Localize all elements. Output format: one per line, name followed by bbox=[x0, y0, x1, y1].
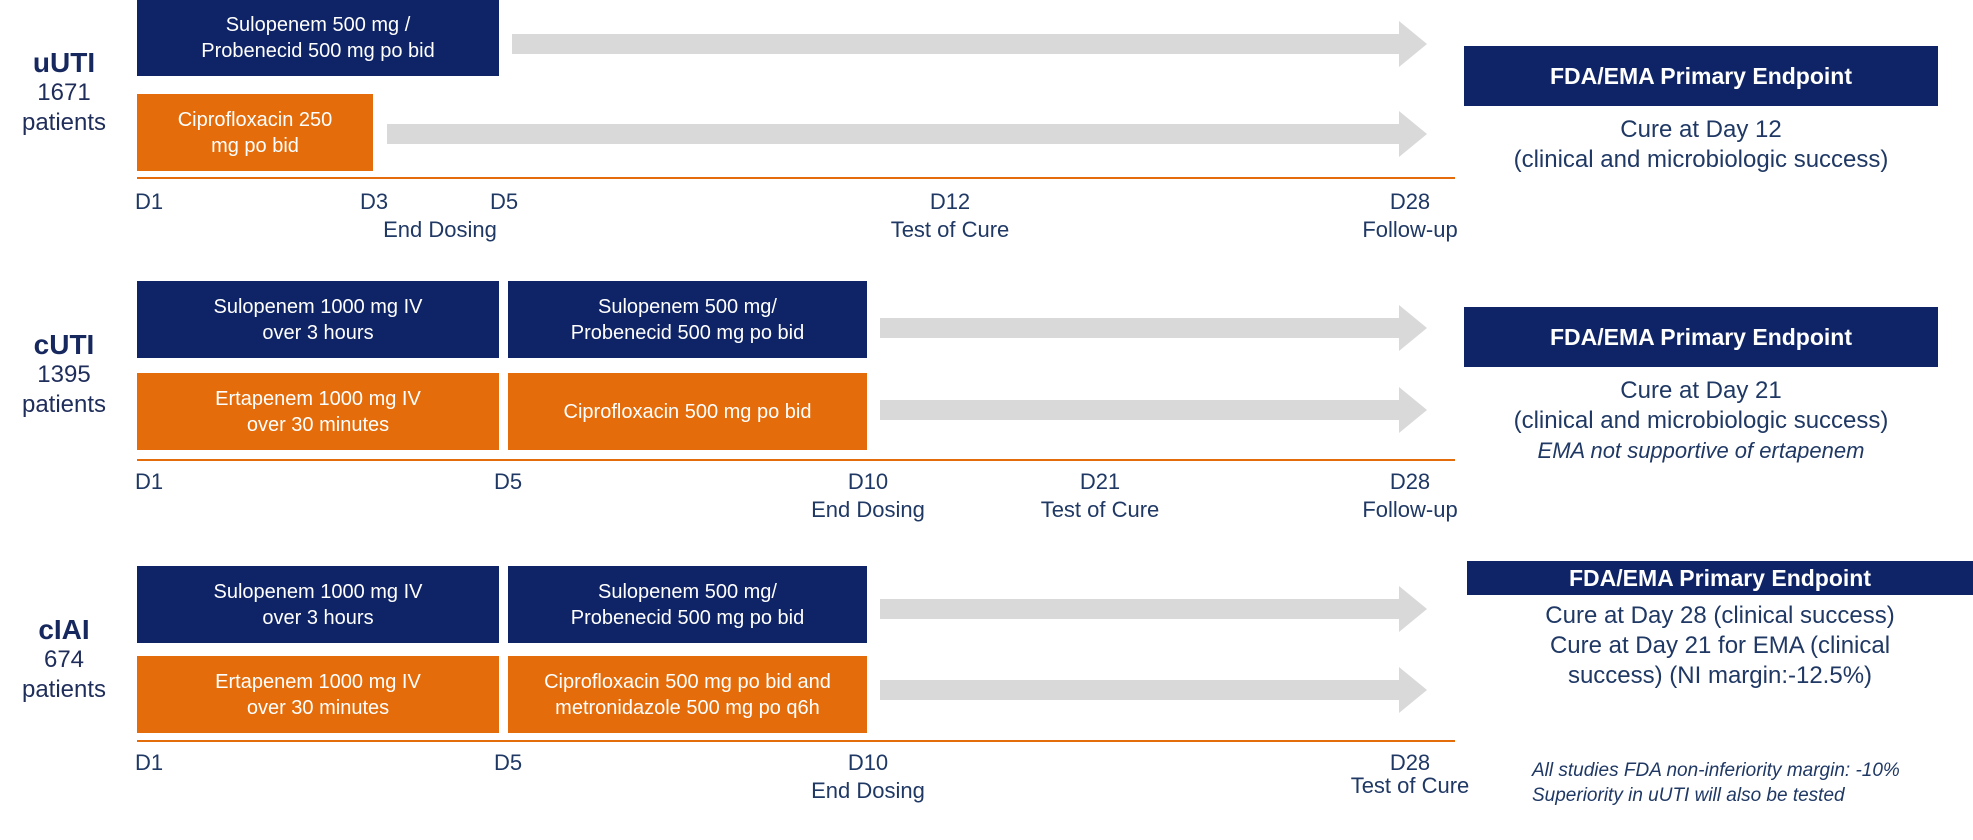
timeline-arrow bbox=[880, 387, 1427, 433]
regimen-box-sulopenem-oral: Sulopenem 500 mg/ Probenecid 500 mg po b… bbox=[508, 281, 867, 358]
endpoint-text-uuti: Cure at Day 12 (clinical and microbiolog… bbox=[1464, 115, 1938, 175]
trial-label-ciai: cIAI 674 patients bbox=[0, 615, 128, 705]
endpoint-line: success) (NI margin:-12.5%) bbox=[1567, 662, 1873, 689]
endpoint-text-ciai: Cure at Day 28 (clinical success) Cure a… bbox=[1467, 601, 1973, 691]
trial-count: 1671 bbox=[37, 79, 91, 106]
regimen-box-sulopenem-oral: Sulopenem 500 mg / Probenecid 500 mg po … bbox=[137, 0, 499, 76]
tick-d28: D28 bbox=[1389, 750, 1431, 775]
endpoint-header: FDA/EMA Primary Endpoint bbox=[1464, 46, 1938, 106]
regimen-box-ertapenem: Ertapenem 1000 mg IV over 30 minutes bbox=[137, 656, 499, 733]
footnote-line: All studies FDA non-inferiority margin: … bbox=[1532, 760, 1900, 781]
endpoint-line: Cure at Day 21 bbox=[1620, 377, 1782, 404]
tick-d10: D10 bbox=[847, 469, 889, 494]
tick-d28: D28 bbox=[1389, 189, 1431, 214]
tick-d1: D1 bbox=[135, 469, 164, 494]
trial-name: cUTI bbox=[33, 329, 95, 360]
trial-name: cIAI bbox=[38, 614, 90, 645]
tick-sub-test-of-cure: Test of Cure bbox=[890, 217, 1010, 242]
endpoint-header: FDA/EMA Primary Endpoint bbox=[1467, 561, 1973, 595]
trial-name: uUTI bbox=[32, 47, 96, 78]
footnote-line: Superiority in uUTI will also be tested bbox=[1532, 785, 1845, 806]
endpoint-line: Cure at Day 21 for EMA (clinical bbox=[1549, 632, 1891, 659]
tick-d5: D5 bbox=[493, 750, 523, 775]
regimen-box-ciprofloxacin: Ciprofloxacin 250 mg po bid bbox=[137, 94, 373, 171]
endpoint-header: FDA/EMA Primary Endpoint bbox=[1464, 307, 1938, 367]
timeline-axis bbox=[137, 177, 1455, 179]
tick-d10: D10 bbox=[847, 750, 889, 775]
endpoint-line: (clinical and microbiologic success) bbox=[1513, 146, 1889, 173]
endpoint-line: Cure at Day 12 bbox=[1620, 116, 1782, 143]
endpoint-text-cuti: Cure at Day 21 (clinical and microbiolog… bbox=[1464, 376, 1938, 466]
tick-d12: D12 bbox=[929, 189, 971, 214]
regimen-box-ciprofloxacin: Ciprofloxacin 500 mg po bid bbox=[508, 373, 867, 450]
tick-sub-test-of-cure: Test of Cure bbox=[1040, 497, 1160, 522]
tick-sub-follow-up: Follow-up bbox=[1362, 217, 1458, 242]
tick-sub-end-dosing: End Dosing bbox=[383, 217, 497, 242]
trial-unit: patients bbox=[21, 676, 107, 703]
timeline-arrow bbox=[880, 305, 1427, 351]
timeline-arrow bbox=[880, 667, 1427, 713]
endpoint-line: Cure at Day 28 (clinical success) bbox=[1545, 602, 1895, 629]
tick-sub-end-dosing: End Dosing bbox=[811, 497, 925, 522]
trial-unit: patients bbox=[21, 109, 107, 136]
tick-sub-test-of-cure: Test of Cure bbox=[1350, 773, 1470, 798]
tick-d28: D28 bbox=[1389, 469, 1431, 494]
timeline-axis bbox=[137, 459, 1455, 461]
tick-sub-follow-up: Follow-up bbox=[1362, 497, 1458, 522]
tick-d1: D1 bbox=[135, 189, 164, 214]
tick-d21: D21 bbox=[1079, 469, 1121, 494]
timeline-arrow bbox=[387, 111, 1427, 157]
tick-sub-end-dosing: End Dosing bbox=[811, 778, 925, 803]
tick-d3: D3 bbox=[359, 189, 389, 214]
timeline-axis bbox=[137, 740, 1455, 742]
timeline-arrow bbox=[512, 21, 1427, 67]
trial-label-uuti: uUTI 1671 patients bbox=[0, 48, 128, 138]
regimen-box-ciprofloxacin-metronidazole: Ciprofloxacin 500 mg po bid and metronid… bbox=[508, 656, 867, 733]
regimen-box-ertapenem: Ertapenem 1000 mg IV over 30 minutes bbox=[137, 373, 499, 450]
regimen-box-sulopenem-iv: Sulopenem 1000 mg IV over 3 hours bbox=[137, 281, 499, 358]
tick-d5: D5 bbox=[493, 469, 523, 494]
tick-d1: D1 bbox=[135, 750, 164, 775]
trial-count: 674 bbox=[43, 646, 85, 673]
endpoint-line: (clinical and microbiologic success) bbox=[1513, 407, 1889, 434]
timeline-arrow bbox=[880, 586, 1427, 632]
trial-unit: patients bbox=[21, 391, 107, 418]
regimen-box-sulopenem-iv: Sulopenem 1000 mg IV over 3 hours bbox=[137, 566, 499, 643]
trial-label-cuti: cUTI 1395 patients bbox=[0, 330, 128, 420]
footnote: All studies FDA non-inferiority margin: … bbox=[1532, 758, 1972, 808]
regimen-box-sulopenem-oral: Sulopenem 500 mg/ Probenecid 500 mg po b… bbox=[508, 566, 867, 643]
tick-d5: D5 bbox=[489, 189, 519, 214]
endpoint-note: EMA not supportive of ertapenem bbox=[1537, 438, 1865, 463]
trial-count: 1395 bbox=[37, 361, 91, 388]
